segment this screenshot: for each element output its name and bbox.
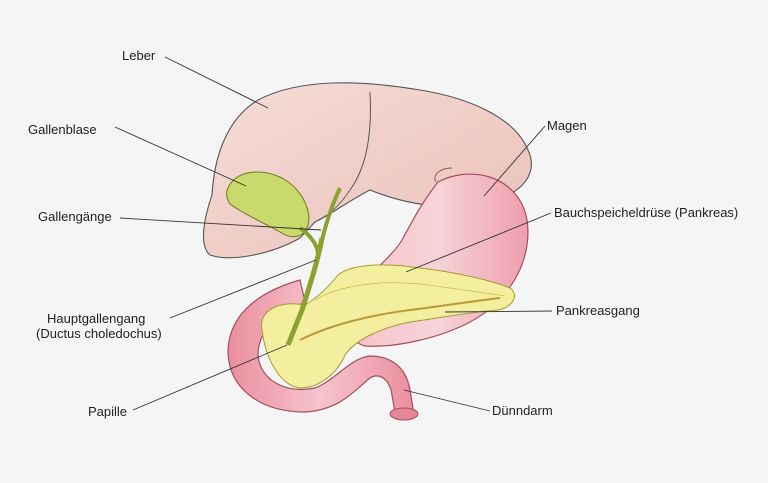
- label-hauptgallengang: Hauptgallengang: [47, 311, 145, 326]
- label-duenndarm: Dünndarm: [492, 403, 553, 418]
- leader-leber: [164, 56, 269, 109]
- leader-pankreasgang: [444, 310, 553, 313]
- intestine-opening: [389, 407, 419, 421]
- label-leber: Leber: [122, 48, 156, 63]
- label-papille: Papille: [88, 404, 127, 419]
- label-bauchspeicheldruese: Bauchspeicheldrüse (Pankreas): [554, 205, 738, 220]
- pancreatic-duct: [299, 297, 501, 341]
- bile-ducts: [285, 187, 342, 346]
- pancreas: [261, 264, 515, 389]
- label-ductus-choledochus: (Ductus choledochus): [36, 326, 162, 341]
- gallbladder: [226, 171, 310, 238]
- leader-magen: [483, 125, 546, 197]
- leader-gallengaenge: [119, 217, 322, 231]
- leader-papille: [132, 344, 288, 411]
- label-gallengaenge: Gallengänge: [38, 209, 112, 224]
- label-gallenblase: Gallenblase: [28, 122, 97, 137]
- leader-bauchspeicheldruese: [405, 212, 552, 273]
- leader-hauptgallengang: [169, 259, 317, 319]
- label-pankreasgang: Pankreasgang: [556, 303, 640, 318]
- label-magen: Magen: [547, 118, 587, 133]
- leader-gallenblase: [114, 126, 247, 187]
- leader-duenndarm: [403, 389, 491, 412]
